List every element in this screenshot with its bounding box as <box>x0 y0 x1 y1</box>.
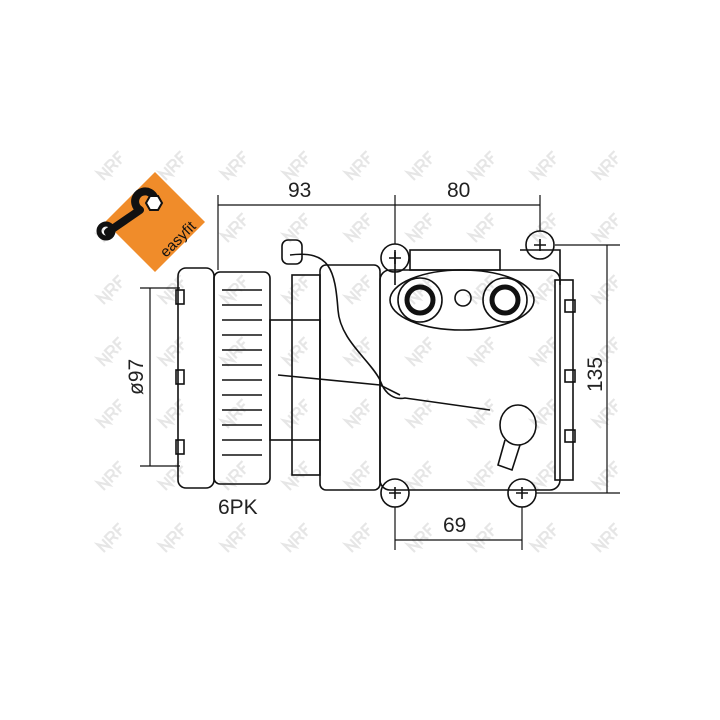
watermark-mark <box>217 460 247 491</box>
dimension-lines <box>140 195 620 550</box>
dimension-80: 80 <box>447 179 470 202</box>
watermark-mark <box>465 460 495 491</box>
watermark-mark <box>93 460 123 491</box>
watermark-mark <box>403 398 433 429</box>
watermark-mark <box>403 212 433 243</box>
belt-type-label: 6PK <box>218 496 258 519</box>
watermark-mark <box>465 274 495 305</box>
watermark-mark <box>403 336 433 367</box>
watermark-mark <box>279 522 309 553</box>
watermark-mark <box>465 398 495 429</box>
watermark-mark <box>527 150 557 181</box>
watermark-mark <box>93 150 123 181</box>
watermark-mark <box>93 398 123 429</box>
watermark-mark <box>465 150 495 181</box>
watermark-mark <box>155 398 185 429</box>
watermark-mark <box>527 522 557 553</box>
watermark-mark <box>217 398 247 429</box>
watermark-mark <box>217 336 247 367</box>
watermark-mark <box>217 150 247 181</box>
watermark-mark <box>589 336 619 367</box>
watermark-mark <box>527 212 557 243</box>
watermark-mark <box>589 460 619 491</box>
watermark-mark <box>279 398 309 429</box>
watermark-mark <box>403 150 433 181</box>
watermark-mark <box>465 212 495 243</box>
dimension-93: 93 <box>288 179 311 202</box>
watermark-mark <box>93 274 123 305</box>
watermark-mark <box>279 274 309 305</box>
watermark-mark <box>155 150 185 181</box>
watermark-mark <box>403 522 433 553</box>
watermark-mark <box>217 212 247 243</box>
watermark-mark <box>341 212 371 243</box>
watermark-mark <box>465 522 495 553</box>
watermark-mark <box>341 336 371 367</box>
watermark-mark <box>93 336 123 367</box>
watermark-mark <box>589 274 619 305</box>
watermark-mark <box>155 522 185 553</box>
dimension-135: 135 <box>584 357 607 392</box>
watermark-mark <box>155 336 185 367</box>
watermark-mark <box>527 336 557 367</box>
watermark-mark <box>341 522 371 553</box>
watermark-mark <box>527 460 557 491</box>
watermark-mark <box>279 212 309 243</box>
watermark-mark <box>341 398 371 429</box>
watermark-mark <box>341 460 371 491</box>
easyfit-logo: easyfit <box>96 172 205 272</box>
watermark-mark <box>527 274 557 305</box>
watermark-mark <box>279 336 309 367</box>
watermark-mark <box>589 522 619 553</box>
watermark-mark <box>527 398 557 429</box>
watermark-mark <box>279 150 309 181</box>
watermark-mark <box>93 522 123 553</box>
watermark-pattern <box>93 150 619 553</box>
watermark-mark <box>217 522 247 553</box>
watermark-mark <box>589 398 619 429</box>
watermark-mark <box>589 212 619 243</box>
dimension-pulley-diameter: ø97 <box>125 359 148 395</box>
compressor-outline <box>175 230 576 508</box>
watermark-mark <box>403 460 433 491</box>
watermark-mark <box>341 274 371 305</box>
watermark-mark <box>341 150 371 181</box>
watermark-mark <box>465 336 495 367</box>
watermark-mark <box>589 150 619 181</box>
dimension-69: 69 <box>443 514 466 537</box>
watermark-mark <box>279 460 309 491</box>
watermark-mark <box>155 460 185 491</box>
